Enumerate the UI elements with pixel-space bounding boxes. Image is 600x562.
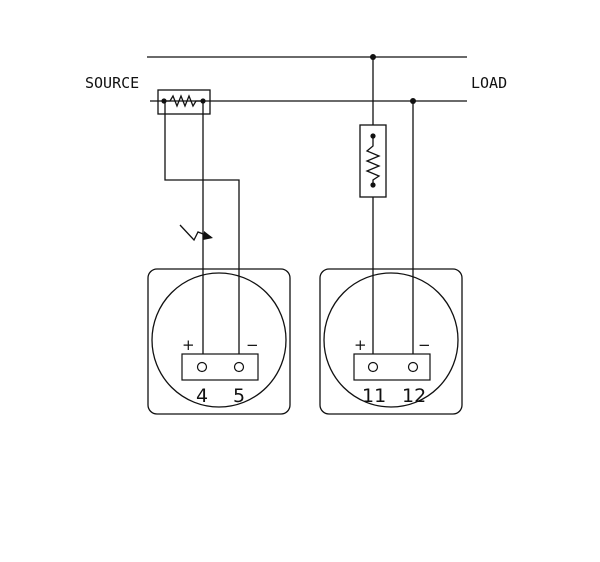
divider-resistor [359, 124, 387, 198]
right-module-dial [323, 272, 459, 408]
left-plus-sign: + [182, 336, 195, 354]
shunt-box [157, 89, 211, 115]
left-module-frame [147, 268, 291, 415]
shunt-resistor [157, 89, 211, 115]
lightning-arrow-icon [179, 224, 213, 242]
right-plus-sign: + [354, 336, 367, 354]
right-minus-sign: − [418, 336, 431, 354]
right-meter-module: + − 11 12 [319, 268, 463, 415]
divider-resistor-icon [365, 136, 381, 185]
left-meter-module: + − 4 5 [147, 268, 291, 415]
left-terminal-b [233, 361, 245, 373]
right-terminal-b-label: 12 [402, 385, 426, 407]
left-module-dial [151, 272, 287, 408]
shunt-node-left [161, 98, 167, 104]
right-terminal-block [353, 353, 431, 381]
right-module-frame [319, 268, 463, 415]
source-label: SOURCE [85, 74, 139, 92]
right-terminal-a-label: 11 [362, 385, 386, 407]
left-minus-sign: − [246, 336, 259, 354]
source-wire-minus [164, 101, 240, 368]
load-label: LOAD [471, 74, 507, 92]
left-terminal-b-label: 5 [233, 385, 245, 407]
left-terminal-a [196, 361, 208, 373]
shunt-resistor-icon [162, 94, 204, 108]
right-terminal-a [367, 361, 379, 373]
left-terminal-a-label: 4 [196, 385, 208, 407]
right-terminal-b [407, 361, 419, 373]
left-terminal-block [181, 353, 259, 381]
